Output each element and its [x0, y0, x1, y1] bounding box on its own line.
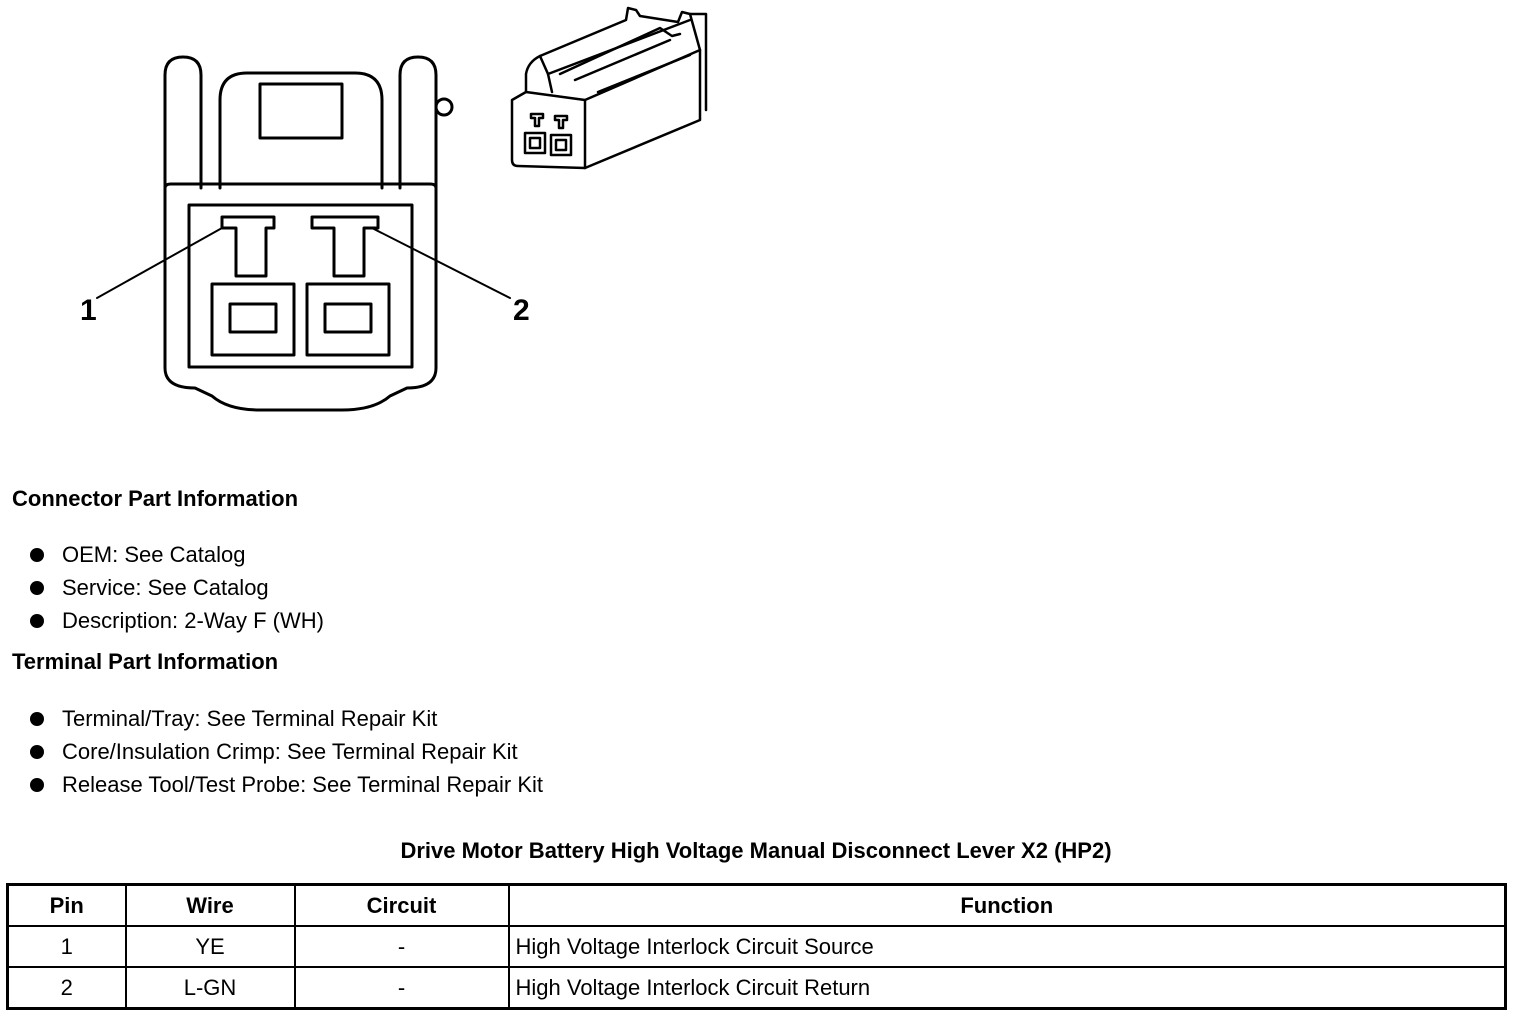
bullet-icon	[30, 744, 44, 759]
connector-latch-left	[163, 55, 203, 190]
cell-circuit: -	[293, 966, 510, 1010]
list-item: OEM: See Catalog	[30, 538, 324, 571]
cell-pin: 1	[6, 925, 127, 968]
bullet-icon	[30, 547, 44, 562]
cell-wire: L-GN	[124, 966, 296, 1010]
cell-function: High Voltage Interlock Circuit Return	[507, 966, 1507, 1010]
list-item: Release Tool/Test Probe: See Terminal Re…	[30, 768, 543, 801]
table-row: 2 L-GN - High Voltage Interlock Circuit …	[6, 966, 1507, 1010]
pin-table-title: Drive Motor Battery High Voltage Manual …	[400, 838, 1112, 863]
bullet-icon	[30, 777, 44, 792]
table-header-row: Pin Wire Circuit Function	[6, 883, 1507, 927]
list-item: Terminal/Tray: See Terminal Repair Kit	[30, 702, 543, 735]
column-header-circuit: Circuit	[293, 883, 510, 927]
cell-wire: YE	[124, 925, 296, 968]
list-item-text: Description: 2-Way F (WH)	[62, 608, 324, 633]
connector-latch-right	[398, 55, 454, 190]
table-row: 1 YE - High Voltage Interlock Circuit So…	[6, 925, 1507, 968]
list-item-text: Core/Insulation Crimp: See Terminal Repa…	[62, 739, 518, 764]
pin-table: Pin Wire Circuit Function 1 YE - High Vo…	[6, 883, 1507, 1010]
connector-part-info-heading: Connector Part Information	[12, 486, 299, 511]
list-item: Service: See Catalog	[30, 571, 324, 604]
cell-function: High Voltage Interlock Circuit Source	[507, 925, 1507, 968]
bullet-icon	[30, 711, 44, 726]
column-header-function: Function	[507, 883, 1507, 927]
column-header-wire: Wire	[124, 883, 296, 927]
cell-pin: 2	[6, 966, 127, 1010]
connector-face	[187, 203, 414, 369]
list-item-text: Terminal/Tray: See Terminal Repair Kit	[62, 706, 438, 731]
cell-circuit: -	[293, 925, 510, 968]
callout-2-leader	[371, 227, 511, 299]
connector-body	[163, 182, 438, 412]
list-item: Description: 2-Way F (WH)	[30, 604, 324, 637]
connector-isometric-view	[510, 6, 708, 170]
terminal-part-info-list: Terminal/Tray: See Terminal Repair Kit C…	[30, 702, 543, 801]
terminal-part-info-heading: Terminal Part Information	[12, 649, 279, 674]
terminal-cavity-2	[305, 215, 391, 357]
callout-1-label: 1	[80, 294, 97, 327]
connector-lock-tab	[258, 82, 344, 140]
column-header-pin: Pin	[6, 883, 127, 927]
bullet-icon	[30, 580, 44, 595]
connector-top-housing	[218, 71, 384, 190]
callout-1-leader	[96, 227, 223, 299]
terminal-cavity-1	[210, 215, 296, 357]
connector-diagram: 1 2	[80, 6, 708, 412]
callout-2-label: 2	[513, 294, 530, 327]
connector-part-info-list: OEM: See Catalog Service: See Catalog De…	[30, 538, 324, 637]
list-item-text: OEM: See Catalog	[62, 542, 246, 567]
bullet-icon	[30, 613, 44, 628]
list-item-text: Service: See Catalog	[62, 575, 269, 600]
list-item: Core/Insulation Crimp: See Terminal Repa…	[30, 735, 543, 768]
list-item-text: Release Tool/Test Probe: See Terminal Re…	[62, 772, 543, 797]
